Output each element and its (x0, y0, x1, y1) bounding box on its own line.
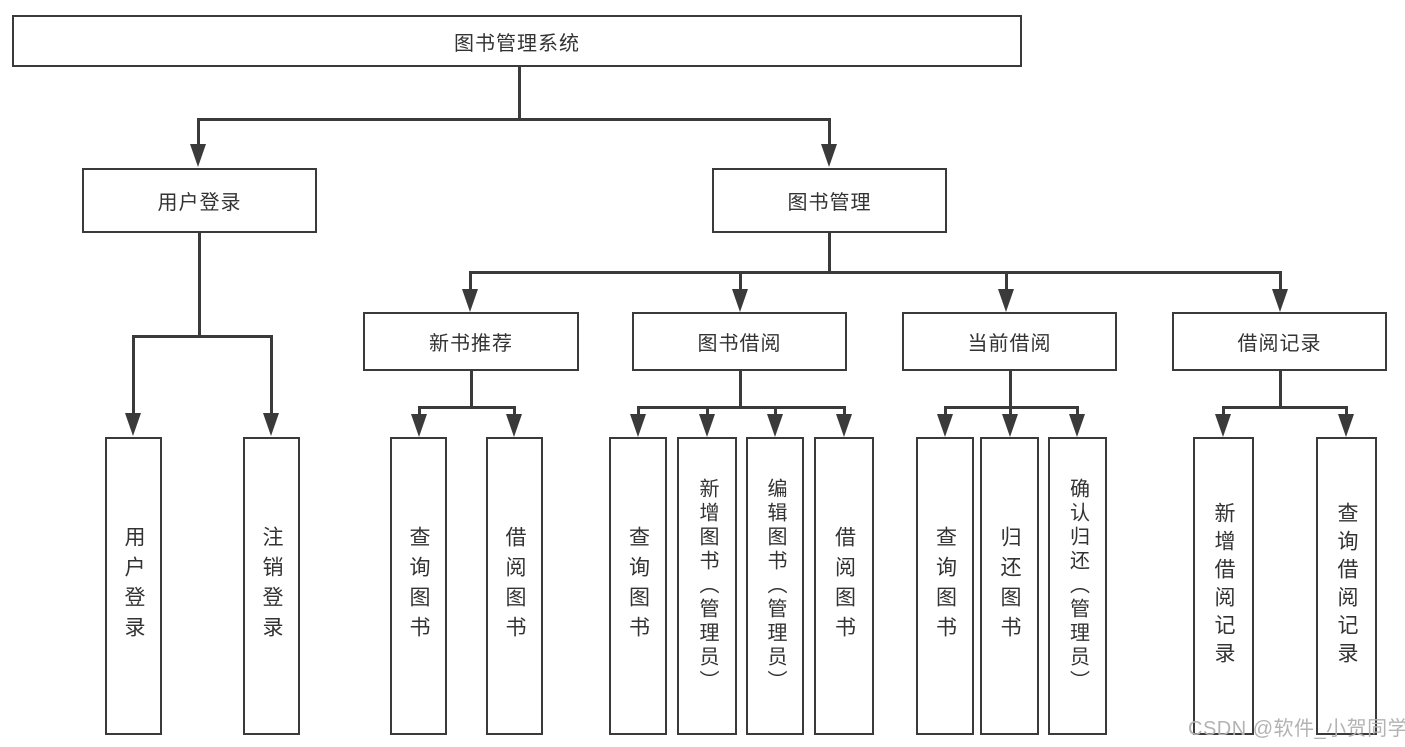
node-new-books: 新书推荐 (363, 312, 579, 371)
leaf-cb-confirm-return-admin: 确认归还（管理员） (1048, 437, 1107, 735)
arrowhead-bb-edit (767, 414, 783, 437)
leaf-rec-query-record-label: 查询借阅记录 (1335, 502, 1358, 670)
leaf-bb-add-books-admin: 新增图书（管理员） (677, 437, 737, 735)
arrowhead-cb-return (1002, 414, 1018, 437)
leaf-cb-query-books: 查询图书 (916, 437, 974, 735)
leaf-nb-borrow-books-label: 借阅图书 (503, 526, 526, 646)
arrowhead-bb-borrow (836, 414, 852, 437)
connector-drop-cb-confirm (1076, 406, 1079, 415)
connector-currentborrow-stem (1009, 371, 1012, 408)
node-book-management-label: 图书管理 (787, 192, 872, 214)
node-book-borrowing-label: 图书借阅 (697, 333, 782, 355)
leaf-logout-label: 注销登录 (260, 526, 283, 646)
connector-drop-current-borrowing (1005, 271, 1008, 291)
connector-userlogin-bar (132, 335, 273, 338)
connector-drop-nb-borrow (513, 406, 516, 415)
connector-root-stem (518, 67, 521, 120)
arrowhead-current-borrowing (998, 289, 1014, 312)
connector-drop-bb-borrow (843, 406, 846, 415)
arrowhead-rec-query (1338, 414, 1354, 437)
arrowhead-nb-query (411, 414, 427, 437)
arrowhead-bb-add (699, 414, 715, 437)
leaf-nb-borrow-books: 借阅图书 (486, 437, 543, 735)
node-new-books-label: 新书推荐 (429, 333, 513, 355)
leaf-logout: 注销登录 (243, 437, 300, 735)
leaf-bb-add-books-admin-label: 新增图书（管理员） (696, 478, 718, 694)
node-borrowing-records: 借阅记录 (1172, 312, 1387, 371)
leaf-cb-confirm-return-admin-label: 确认归还（管理员） (1066, 478, 1089, 694)
watermark: CSDN @软件_小贺同学 (1188, 718, 1405, 740)
leaf-user-login: 用户登录 (105, 437, 162, 735)
connector-drop-rec-add (1222, 406, 1225, 415)
arrowhead-new-books (462, 289, 478, 312)
connector-drop-cb-query (944, 406, 947, 415)
node-user-login: 用户登录 (82, 168, 317, 233)
connector-drop-bb-add (706, 406, 709, 415)
connector-root-bar (197, 118, 831, 121)
connector-records-stem (1279, 371, 1282, 408)
connector-drop-bb-edit (774, 406, 777, 415)
leaf-cb-return-books-label: 归还图书 (998, 526, 1021, 646)
leaf-nb-query-books-label: 查询图书 (407, 526, 430, 646)
leaf-bb-borrow-books-label: 借阅图书 (832, 526, 856, 646)
leaf-rec-query-record: 查询借阅记录 (1316, 437, 1377, 735)
leaf-nb-query-books: 查询图书 (390, 437, 447, 735)
connector-drop-logout-leaf (270, 335, 273, 414)
arrowhead-login-leaf (125, 413, 141, 436)
arrowhead-borrowing-records (1272, 289, 1288, 312)
leaf-rec-add-record-label: 新增借阅记录 (1212, 502, 1235, 670)
leaf-user-login-label: 用户登录 (122, 526, 145, 646)
arrowhead-user-login (190, 144, 206, 167)
node-system-root: 图书管理系统 (12, 15, 1022, 67)
connector-bookborrow-bar (637, 406, 845, 409)
leaf-bb-query-books: 查询图书 (609, 437, 667, 735)
arrowhead-bb-query (630, 414, 646, 437)
arrowhead-book-borrowing (732, 289, 748, 312)
node-borrowing-records-label: 借阅记录 (1237, 333, 1322, 355)
node-current-borrowing: 当前借阅 (902, 312, 1117, 371)
leaf-rec-add-record: 新增借阅记录 (1193, 437, 1254, 735)
arrowhead-nb-borrow (506, 414, 522, 437)
connector-drop-bb-query (637, 406, 640, 415)
connector-drop-rec-query (1345, 406, 1348, 415)
leaf-bb-query-books-label: 查询图书 (626, 526, 650, 646)
connector-bookmgmt-bar (469, 271, 1281, 274)
connector-drop-nb-query (418, 406, 421, 415)
node-user-login-label: 用户登录 (157, 192, 242, 214)
connector-userlogin-stem (198, 233, 201, 337)
node-current-borrowing-label: 当前借阅 (967, 333, 1052, 355)
connector-bookborrow-stem (739, 371, 742, 408)
connector-drop-book-borrowing (739, 271, 742, 291)
leaf-cb-return-books: 归还图书 (980, 437, 1039, 735)
connector-drop-user-login (197, 118, 200, 145)
connector-drop-borrowing-records (1279, 271, 1282, 291)
leaf-bb-borrow-books: 借阅图书 (814, 437, 874, 735)
connector-records-bar (1222, 406, 1347, 409)
arrowhead-cb-confirm (1069, 414, 1085, 437)
leaf-cb-query-books-label: 查询图书 (933, 526, 957, 646)
node-system-root-label: 图书管理系统 (454, 32, 580, 55)
leaf-bb-edit-books-admin-label: 编辑图书（管理员） (764, 478, 786, 694)
connector-drop-new-books (469, 271, 472, 291)
connector-drop-cb-return (1009, 406, 1012, 415)
connector-drop-book-mgmt (828, 118, 831, 145)
connector-drop-login-leaf (132, 335, 135, 414)
arrowhead-rec-add (1215, 414, 1231, 437)
leaf-bb-edit-books-admin: 编辑图书（管理员） (746, 437, 804, 735)
arrowhead-logout-leaf (263, 413, 279, 436)
node-book-management: 图书管理 (712, 168, 947, 233)
connector-newbooks-stem (470, 371, 473, 408)
connector-newbooks-bar (418, 406, 516, 409)
connector-bookmgmt-stem (828, 233, 831, 273)
arrowhead-cb-query (937, 414, 953, 437)
arrowhead-book-mgmt (821, 144, 837, 167)
node-book-borrowing: 图书借阅 (632, 312, 847, 371)
